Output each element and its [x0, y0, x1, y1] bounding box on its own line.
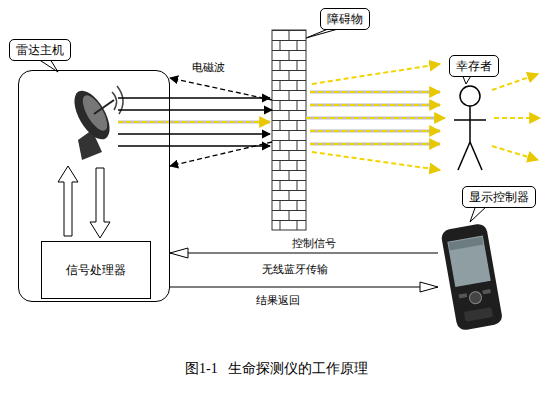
wave-shadow [306, 117, 441, 120]
brick-wall [272, 30, 306, 230]
callout-label: 幸存者 [449, 55, 499, 77]
connector [170, 110, 272, 111]
connector-line [170, 287, 438, 288]
obstacle-wall: 障碍物 [272, 30, 306, 230]
radar-dish [67, 85, 123, 160]
connector-line [306, 117, 445, 119]
transmission-label: 无线蓝牙传输 [262, 262, 328, 277]
box-label: 信号处理器 [66, 262, 126, 279]
edge-label: 电磁波 [192, 60, 225, 75]
callout-tail [306, 29, 338, 38]
connector [170, 287, 438, 288]
survivor-node: 幸存者 [445, 55, 505, 173]
callout-label: 雷达主机 [9, 39, 71, 61]
process-box: 信号处理器 [41, 241, 151, 299]
connector-line [170, 142, 272, 166]
penetrating-waves [310, 64, 540, 170]
connector [170, 253, 438, 254]
hollow-arrow [90, 168, 110, 238]
connector-line [170, 109, 272, 110]
edge-label: 结果返回 [256, 293, 300, 308]
callout-label: 障碍物 [320, 8, 370, 30]
connector [170, 142, 272, 166]
radar-beams [118, 98, 270, 146]
figure-caption: 图1-1 生命探测仪的工作原理 [185, 360, 368, 378]
connector-line [170, 78, 272, 100]
handheld-device [440, 223, 503, 331]
survivor-figure [454, 86, 486, 170]
callout-label: 显示控制器 [462, 186, 536, 208]
connector [170, 78, 272, 100]
radar-host-box: 雷达主机信号处理器 [18, 70, 170, 302]
display-controller-node: 显示控制器 [438, 185, 545, 330]
connector [306, 118, 445, 119]
edge-label: 控制信号 [292, 236, 336, 251]
connector-line [170, 253, 438, 254]
hollow-arrow [58, 166, 78, 236]
